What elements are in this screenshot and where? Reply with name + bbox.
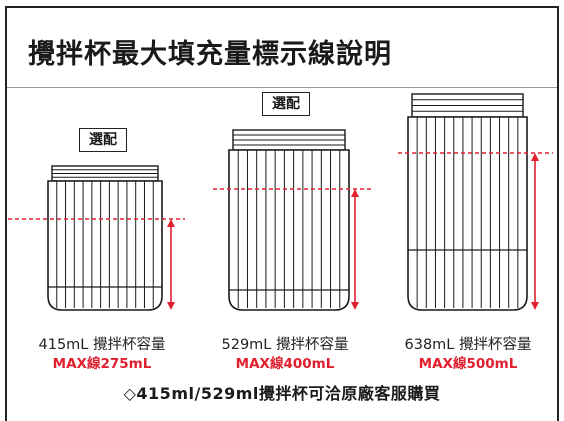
cup-638-max-label: MAX線500mL [418, 356, 518, 372]
optional-badge-415: 選配 [79, 128, 127, 152]
max-arrow-head-down [351, 302, 359, 310]
cup-415-illustration [8, 165, 185, 311]
cup-415-capacity-label: 415mL 攪拌杯容量 [38, 337, 166, 353]
purchase-footnote: ◇415ml/529ml攪拌杯可洽原廠客服購買 [123, 384, 441, 403]
cup-529-capacity-label: 529mL 攪拌杯容量 [221, 337, 349, 353]
cup-body-outline [407, 116, 528, 311]
cup-body-outline [228, 149, 350, 311]
title-divider [7, 87, 557, 88]
page-title: 攪拌杯最大填充量標示線說明 [28, 39, 392, 70]
cup-638-illustration [398, 93, 553, 311]
max-arrow-head-down [167, 302, 175, 310]
cup-415-max-label: MAX線275mL [52, 356, 152, 372]
cup-638-capacity-label: 638mL 攪拌杯容量 [404, 337, 532, 353]
max-arrow-head-up [531, 153, 539, 161]
frame-border-right [557, 6, 559, 421]
frame-border-top [5, 6, 559, 8]
max-arrow-head-up [167, 219, 175, 227]
frame-border-left [5, 6, 7, 421]
cup-529-max-label: MAX線400mL [235, 356, 335, 372]
cup-body-outline [47, 180, 163, 311]
max-arrow-head-down [531, 302, 539, 310]
max-arrow-head-up [351, 189, 359, 197]
optional-badge-529: 選配 [262, 92, 310, 116]
cup-529-illustration [213, 129, 372, 311]
